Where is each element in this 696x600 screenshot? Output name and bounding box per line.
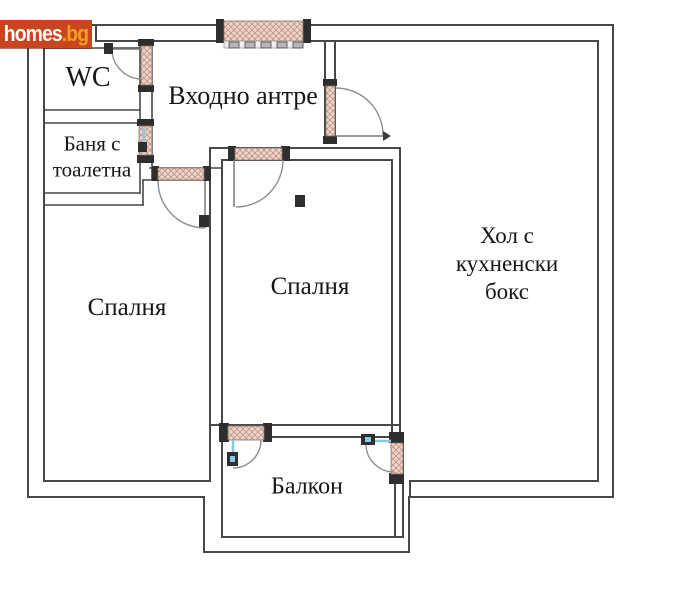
wc-door bbox=[138, 39, 154, 92]
living-room-door bbox=[323, 79, 337, 144]
homes-bg-logo: homes.bg bbox=[0, 20, 92, 48]
bedroom-left-door bbox=[152, 166, 211, 181]
entrance-door bbox=[216, 19, 311, 49]
walls-group bbox=[27, 24, 614, 553]
doors-group bbox=[137, 19, 404, 484]
bathroom-door bbox=[137, 119, 154, 163]
bedroom-balcony-door bbox=[219, 423, 272, 442]
room-label-wc: WC bbox=[65, 61, 111, 93]
door-arcs-group bbox=[104, 43, 395, 473]
room-label-bathroom: Баня с тоалетна bbox=[52, 131, 132, 181]
room-label-entrance: Входно антре bbox=[168, 81, 318, 111]
bedroom-center-door bbox=[228, 146, 290, 161]
living-balcony-door bbox=[389, 432, 404, 484]
room-label-balcony: Балкон bbox=[271, 473, 343, 500]
room-label-bedroom-center: Спалня bbox=[270, 272, 350, 300]
room-label-living: Хол с кухненски бокс bbox=[455, 222, 559, 305]
homes-bg-logo-text: homes.bg bbox=[3, 21, 89, 46]
room-label-bedroom-left: Спалня bbox=[87, 293, 167, 321]
